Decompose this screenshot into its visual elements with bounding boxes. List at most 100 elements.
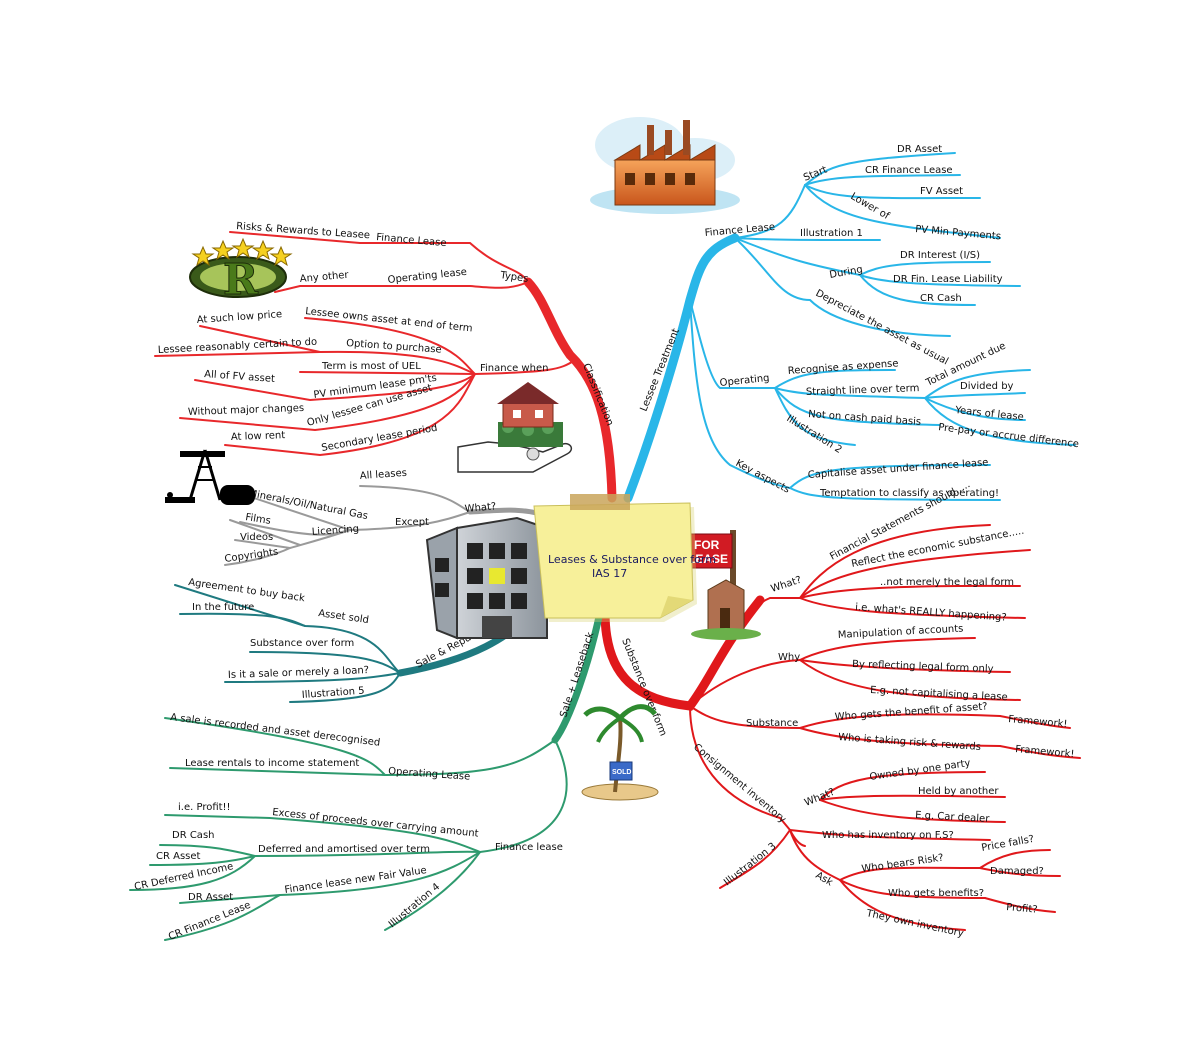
label-dr-fin-liability: DR Fin. Lease Liability — [893, 274, 1003, 285]
label-owned-one-party: Owned by one party — [869, 758, 971, 783]
repurchase-lines — [174, 584, 401, 703]
label-cr-deferred-income: CR Deferred Income — [133, 861, 234, 893]
branch-label-classification: Classification — [580, 362, 615, 427]
substance-lines — [689, 524, 1081, 931]
what-lines — [224, 485, 471, 566]
label-what-substance: What? — [770, 575, 803, 595]
label-lease-rentals: Lease rentals to income statement — [185, 758, 359, 769]
label-temptation: Temptation to classify as operating! — [819, 488, 999, 499]
for-lease-sign-icon: FOR LEASE — [688, 530, 761, 640]
island-sold-icon: SOLD — [581, 704, 659, 801]
branch-lessee-trunk — [623, 233, 740, 503]
label-framework-1: Framework! — [1008, 714, 1068, 730]
label-why: Why — [778, 652, 800, 663]
label-dr-asset-lessee: DR Asset — [897, 144, 942, 155]
center-subtitle: IAS 17 — [592, 567, 627, 580]
label-ask: Ask — [814, 870, 835, 889]
label-they-own-inventory: They own inventory — [864, 908, 964, 940]
label-finance-lease-lb: Finance lease — [495, 842, 563, 853]
sign-for-text: FOR — [694, 538, 720, 552]
label-sale-recorded: A sale is recorded and asset derecognise… — [170, 712, 381, 749]
label-operating-lessee: Operating — [719, 373, 770, 389]
label-really-happening: i.e. what's REALLY happening? — [855, 602, 1007, 624]
lessee-lines — [689, 152, 1076, 501]
label-operating-lease-lb: Operating Lease — [388, 766, 471, 783]
label-dr-cash: DR Cash — [172, 830, 215, 841]
label-what: What? — [464, 501, 496, 515]
label-videos: Videos — [240, 532, 273, 543]
label-except: Except — [395, 517, 429, 528]
label-illustration-3: Illustration 3 — [722, 841, 778, 888]
label-during: During — [829, 264, 864, 281]
label-copyrights: Copyrights — [224, 547, 279, 565]
label-who-has-inventory: Who has inventory on F.S? — [822, 830, 954, 841]
label-finance-when: Finance when — [480, 363, 548, 374]
house-in-hand-icon — [457, 382, 573, 473]
lessee-labels: Lessee Treatment Finance Lease Start DR … — [639, 144, 1080, 499]
label-sale-or-loan: Is it a sale or merely a loan? — [228, 665, 369, 681]
label-legal-form-only: By reflecting legal form only — [852, 659, 994, 675]
label-films: Films — [245, 512, 272, 527]
label-who-gets-benefits: Who gets benefits? — [888, 888, 984, 899]
factory-icon — [590, 117, 740, 214]
label-low-price: At such low price — [196, 309, 282, 326]
island-sign-text: SOLD — [612, 769, 631, 776]
label-prepay-accrue: Pre-pay or accrue difference — [938, 422, 1080, 450]
label-divided-by: Divided by — [960, 381, 1014, 392]
label-fv-asset: FV Asset — [920, 186, 963, 197]
branch-label-sale-leaseback: Sale + Leaseback — [558, 631, 596, 719]
label-deferred-amortised: Deferred and amortised over term — [258, 844, 430, 855]
label-illustration-5: Illustration 5 — [301, 686, 365, 701]
label-eg-capitalising: E.g. not capitalising a lease — [870, 685, 1008, 703]
label-profit-question: Profit? — [1006, 902, 1038, 916]
label-lower-of: Lower of — [849, 191, 892, 222]
label-types: Types — [499, 270, 529, 285]
label-asset-sold: Asset sold — [318, 608, 370, 626]
label-pv-min-payments: PV Min Payments — [915, 224, 1002, 242]
label-without-changes: Without major changes — [188, 403, 305, 418]
label-dr-asset-lb: DR Asset — [188, 892, 233, 903]
label-illustration-4: Illustration 4 — [387, 881, 442, 930]
tape — [570, 494, 630, 510]
label-substance-over-form: Substance over form — [250, 638, 354, 649]
center-title: Leases & Substance over form — [548, 553, 716, 566]
label-any-other: Any other — [299, 270, 350, 285]
label-not-cash-basis: Not on cash paid basis — [808, 409, 922, 428]
label-profit: i.e. Profit!! — [178, 802, 231, 813]
label-who-risk: Who is taking risk & rewards — [838, 732, 981, 753]
label-framework-2: Framework! — [1015, 744, 1075, 760]
stars-logo-icon: R — [189, 237, 293, 305]
label-agreement-buy-back: Agreement to buy back — [188, 577, 306, 604]
label-held-by-another: Held by another — [918, 786, 999, 797]
label-licencing: Licencing — [311, 524, 359, 538]
label-term-uel: Term is most of UEL — [321, 361, 421, 372]
label-straight-line: Straight line over term — [806, 383, 920, 398]
label-finance-lease: Finance Lease — [376, 232, 447, 249]
label-all-fv: All of FV asset — [204, 369, 275, 385]
label-key-aspects: Key aspects — [734, 458, 792, 496]
label-recognise-expense: Recognise as expense — [787, 358, 898, 377]
label-consignment-inventory: Consignment inventory — [691, 742, 788, 826]
label-cr-finance-lease-lb: CR Finance Lease — [167, 900, 252, 943]
label-cr-cash: CR Cash — [920, 293, 962, 304]
label-who-benefit: Who gets the benefit of asset? — [834, 701, 987, 723]
label-dr-interest: DR Interest (I/S) — [900, 250, 980, 261]
label-car-dealer: E.g. Car dealer — [915, 810, 991, 825]
label-excess-proceeds: Excess of proceeds over carrying amount — [272, 807, 479, 840]
label-years-of-lease: Years of lease — [954, 405, 1025, 423]
central-note: Leases & Substance over form IAS 17 — [533, 494, 716, 622]
label-low-rent: At low rent — [231, 430, 286, 443]
label-all-leases: All leases — [359, 468, 407, 482]
label-illustration-1: Illustration 1 — [800, 228, 863, 239]
branch-classification-trunk — [523, 277, 617, 503]
label-in-future: In the future — [192, 602, 254, 613]
label-cr-asset: CR Asset — [156, 851, 201, 862]
label-operating-lease: Operating lease — [387, 267, 467, 286]
label-who-bears-risk: Who bears Risk? — [861, 853, 944, 875]
oil-rig-icon — [165, 449, 255, 505]
leaseback-lines — [129, 717, 568, 941]
label-damaged: Damaged? — [990, 866, 1044, 877]
label-substance: Substance — [746, 718, 798, 729]
label-new-fair-value: Finance lease new Fair Value — [284, 865, 428, 896]
